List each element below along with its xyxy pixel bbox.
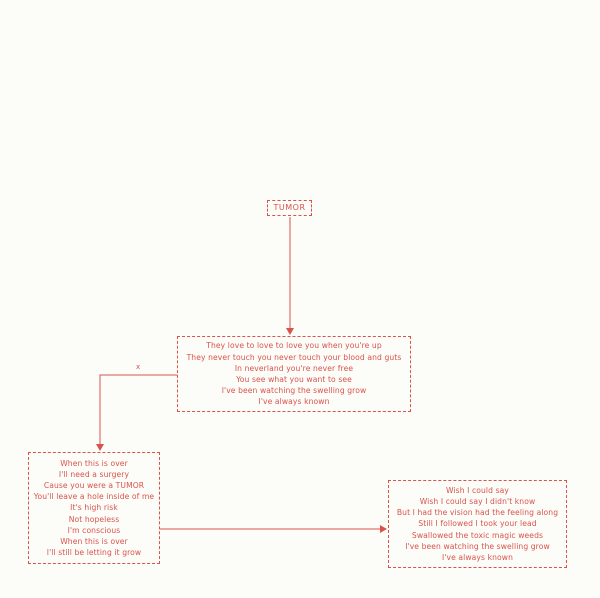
verse-line: In neverland you're never free [234,363,354,373]
verse-line: Swallowed the toxic magic weeds [411,530,544,540]
branch-label: x [136,363,141,371]
verse-line: When this is over [60,458,128,468]
title-node-tumor: TUMOR [267,200,312,216]
verse-line: Wish I could say [446,485,509,495]
verse-line: I've been watching the swelling grow [405,541,550,551]
verse-line: It's high risk [70,503,118,513]
verse-line: They love to love to love you when you'r… [206,341,382,351]
verse-box-center: They love to love to love you when you'r… [177,336,411,412]
verse-line: You see what you want to see [236,375,352,384]
verse-line: I'll need a surgery [58,469,130,479]
verse-line: I'll still be letting it grow [46,548,142,558]
verse-line: Cause you were a TUMOR [43,480,145,490]
verse-line: They never touch you never touch your bl… [186,352,402,362]
verse-line: I've been watching the swelling grow [221,386,367,396]
verse-line: Not hopeless [68,514,120,524]
verse-line: I'm conscious [67,525,121,535]
verse-box-right: Wish I could say Wish I could say I didn… [388,480,567,568]
verse-line: I've always known [258,397,330,407]
verse-line: But I had the vision had the feeling alo… [396,508,559,518]
title-label: TUMOR [273,203,306,212]
verse-line: When this is over [60,537,128,546]
verse-box-left: When this is over I'll need a surgery Ca… [28,452,160,564]
verse-line: Still I followed I took your lead [418,519,537,529]
verse-line: I've always known [442,553,513,562]
verse-line: Wish I could say I didn't know [419,496,536,506]
verse-line: You'll leave a hole inside of me [33,492,155,502]
arrow-center-to-left [96,374,177,451]
